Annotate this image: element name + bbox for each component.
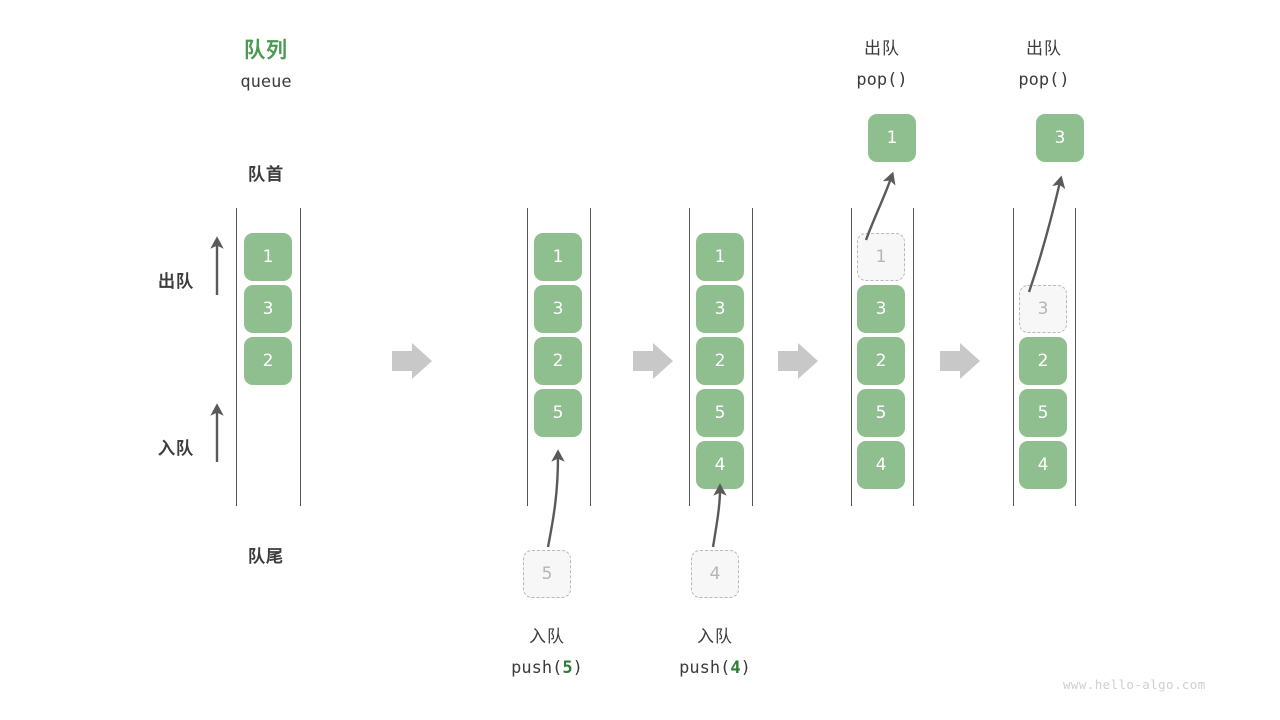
queue-cell: 3: [696, 285, 744, 333]
rail-left-stage-3: [689, 208, 691, 506]
pop-header-cn-1: 出队: [864, 39, 900, 59]
caption-code-post: ): [740, 658, 751, 678]
caption-cn-push-5: 入队: [529, 627, 565, 647]
rail-left-stage-4: [851, 208, 853, 506]
enqueue-side-label: 入队: [158, 439, 194, 459]
rail-right-stage-4: [913, 208, 915, 506]
pop-header-cn-2: 出队: [1026, 39, 1062, 59]
caption-code-arg: 4: [730, 658, 741, 678]
queue-cell: 5: [696, 389, 744, 437]
transition-arrow-1: [392, 343, 432, 379]
watermark: www.hello-algo.com: [1063, 677, 1206, 692]
transition-arrow-2: [633, 343, 673, 379]
queue-cell-ghost: 3: [1019, 285, 1067, 333]
queue-cell: 2: [1019, 337, 1067, 385]
caption-code-pre: push(: [679, 658, 731, 678]
queue-cell: 2: [534, 337, 582, 385]
rail-left-stage-2: [527, 208, 529, 506]
rail-left-stage-1: [236, 208, 238, 506]
pop-1-arrow: [864, 171, 896, 241]
queue-cell: 1: [696, 233, 744, 281]
rail-right-stage-1: [300, 208, 302, 506]
push-4-arrow: [711, 483, 727, 548]
queue-cell: 2: [857, 337, 905, 385]
caption-code-arg: 5: [562, 658, 573, 678]
queue-cell-ghost: 1: [857, 233, 905, 281]
push-5-arrow: [546, 449, 565, 548]
queue-cell: 3: [534, 285, 582, 333]
rail-right-stage-3: [752, 208, 754, 506]
pop-header-code-1: pop(): [856, 70, 908, 90]
caption-code-push-5: push(5): [477, 658, 617, 678]
queue-cell: 4: [1019, 441, 1067, 489]
dequeue-side-label: 出队: [158, 272, 194, 292]
queue-rear-label: 队尾: [248, 547, 284, 567]
queue-cell: 1: [244, 233, 292, 281]
diagram-title-en: queue: [240, 72, 292, 92]
queue-front-label: 队首: [248, 165, 284, 185]
incoming-cell: 5: [523, 550, 571, 598]
incoming-cell: 4: [691, 550, 739, 598]
queue-cell: 4: [857, 441, 905, 489]
queue-cell: 4: [696, 441, 744, 489]
queue-cell: 1: [534, 233, 582, 281]
caption-code-post: ): [572, 658, 583, 678]
transition-arrow-3: [778, 343, 818, 379]
pop-3-arrow: [1027, 175, 1066, 293]
diagram-title-cn: 队列: [244, 38, 288, 62]
queue-cell: 3: [244, 285, 292, 333]
queue-cell: 3: [857, 285, 905, 333]
caption-cn-push-4: 入队: [697, 627, 733, 647]
rail-right-stage-2: [590, 208, 592, 506]
queue-cell: 5: [534, 389, 582, 437]
pop-header-code-2: pop(): [1018, 70, 1070, 90]
popped-cell-2: 3: [1036, 114, 1084, 162]
popped-cell-1: 1: [868, 114, 916, 162]
queue-cell: 5: [1019, 389, 1067, 437]
queue-cell: 2: [696, 337, 744, 385]
rail-right-stage-5: [1075, 208, 1077, 506]
transition-arrow-4: [940, 343, 980, 379]
caption-code-push-4: push(4): [645, 658, 785, 678]
rail-left-stage-5: [1013, 208, 1015, 506]
queue-cell: 2: [244, 337, 292, 385]
caption-code-pre: push(: [511, 658, 563, 678]
queue-cell: 5: [857, 389, 905, 437]
